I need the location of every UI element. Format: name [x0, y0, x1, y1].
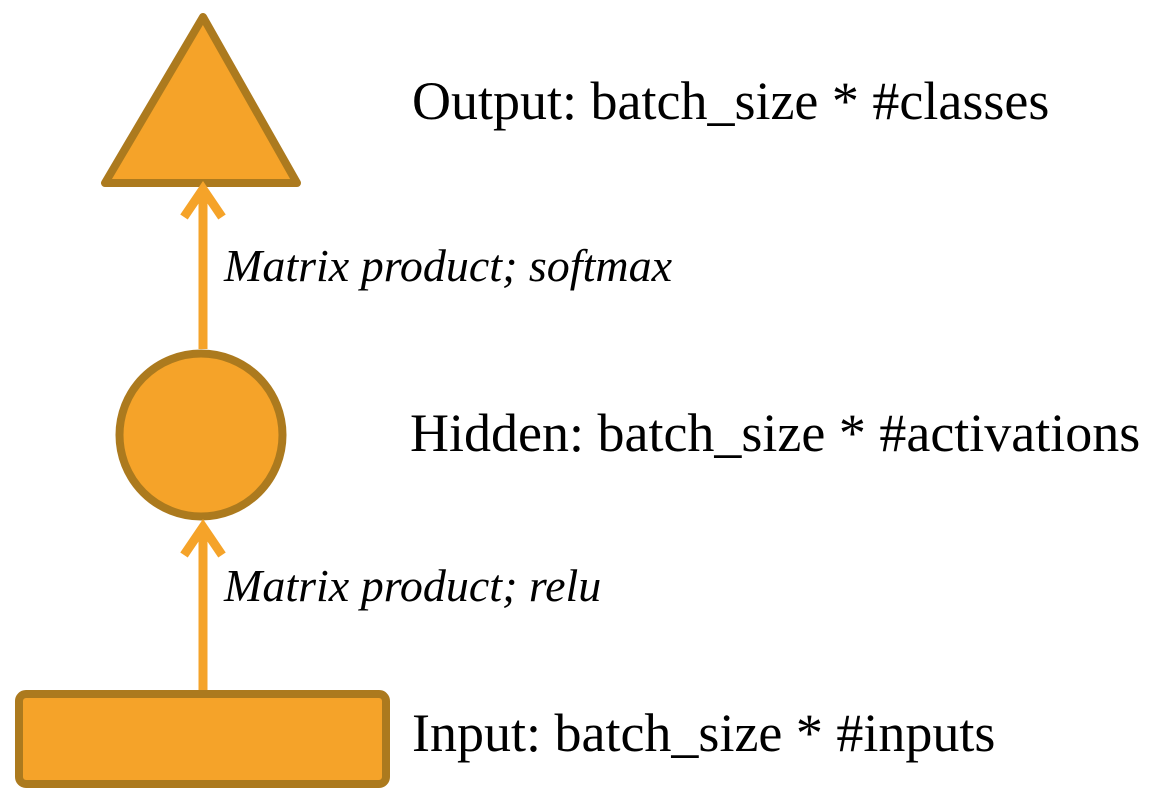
hidden-label: Hidden: batch_size * #activations: [410, 403, 1141, 463]
output-label: Output: batch_size * #classes: [412, 71, 1050, 131]
input-label: Input: batch_size * #inputs: [412, 703, 996, 763]
input-rectangle-shape: [15, 690, 390, 788]
arrow-hidden-to-output-icon: [180, 180, 226, 349]
relu-edge-label: Matrix product; relu: [224, 560, 602, 611]
output-triangle-shape: [101, 13, 301, 187]
softmax-edge-label: Matrix product; softmax: [224, 240, 673, 291]
hidden-circle-shape: [115, 349, 287, 521]
arrow-input-to-hidden-icon: [180, 518, 226, 691]
